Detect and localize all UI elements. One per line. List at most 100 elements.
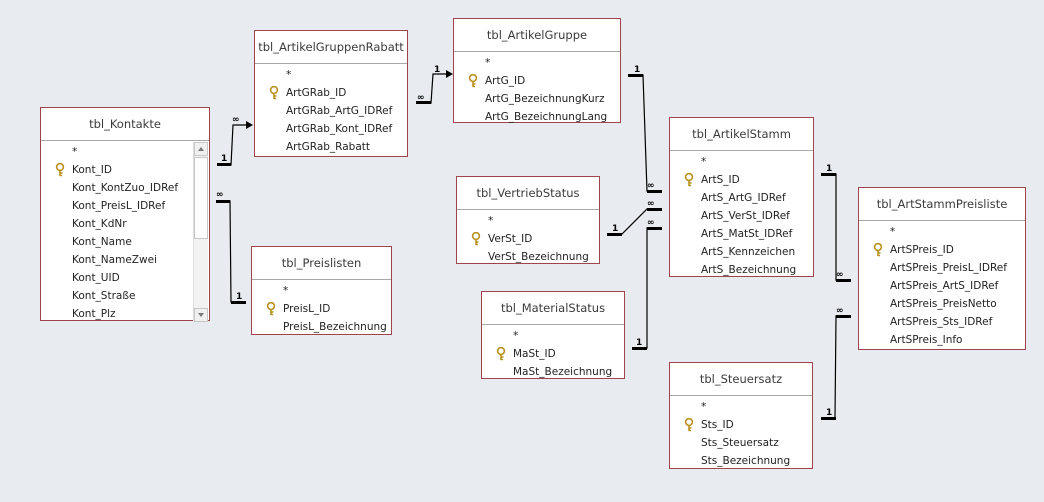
cardinality-many-label: ∞ [836,270,844,280]
table-title[interactable]: tbl_Kontakte [41,108,209,141]
field-row[interactable]: * [41,143,209,161]
field-row-primary-key[interactable]: VerSt_ID [457,230,599,248]
field-row[interactable]: PreisL_Bezeichnung [252,318,391,336]
field-row-primary-key[interactable]: ArtS_ID [670,171,813,189]
table-artikelgruppenrabatt[interactable]: tbl_ArtikelGruppenRabatt * ArtGRab_ID Ar… [254,30,408,157]
table-title[interactable]: tbl_ArtikelGruppe [454,19,620,52]
table-materialstatus[interactable]: tbl_MaterialStatus * MaSt_ID MaSt_Bezeic… [481,291,625,379]
field-row[interactable]: * [670,398,812,416]
field-row[interactable]: * [859,223,1025,241]
field-name: Sts_ID [701,419,734,431]
field-row-primary-key[interactable]: PreisL_ID [252,300,391,318]
field-row[interactable]: * [457,212,599,230]
scroll-down-arrow-icon[interactable] [194,308,208,322]
key-icon [471,231,483,246]
field-name: Kont_ID [72,164,112,176]
field-row[interactable]: ArtSPreis_PreisL_IDRef [859,259,1025,277]
field-row[interactable]: Kont_Straße [41,287,209,305]
field-row[interactable]: Kont_UID [41,269,209,287]
field-name: ArtG_ID [485,75,526,87]
field-row[interactable]: ArtSPreis_PreisNetto [859,295,1025,313]
relationship-artg-arts[interactable]: 1 ∞ [628,65,662,193]
field-row[interactable]: ArtG_BezeichnungKurz [454,90,620,108]
field-row[interactable]: ArtS_MatSt_IDRef [670,225,813,243]
field-row[interactable]: ArtGRab_Kont_IDRef [255,120,407,138]
field-row[interactable]: ArtGRab_ArtG_IDRef [255,102,407,120]
field-row[interactable]: * [482,327,624,345]
field-row[interactable]: ArtS_Kennzeichen [670,243,813,261]
field-row[interactable]: Kont_PreisL_IDRef [41,197,209,215]
relationship-kontakte-artgrab[interactable]: 1 ∞ [217,115,253,166]
field-row[interactable]: Sts_Bezeichnung [670,452,812,470]
relationship-sts-artspreis[interactable]: 1 ∞ [821,306,851,420]
field-row-primary-key[interactable]: Sts_ID [670,416,812,434]
key-icon [684,417,696,432]
field-row[interactable]: * [454,54,620,72]
field-name: MaSt_ID [513,348,556,360]
field-row[interactable]: * [252,282,391,300]
field-name: Kont_Plz [72,308,116,320]
table-title[interactable]: tbl_ArtStammPreisliste [859,188,1025,221]
table-artikelstamm[interactable]: tbl_ArtikelStamm * ArtS_ID ArtS_ArtG_IDR… [669,117,814,277]
table-title[interactable]: tbl_ArtikelStamm [670,118,813,151]
field-name: ArtS_ID [701,174,740,186]
field-name: VerSt_Bezeichnung [488,251,589,263]
scroll-up-arrow-icon[interactable] [194,142,208,156]
field-row[interactable]: Sts_Steuersatz [670,434,812,452]
field-name: Kont_Name [72,236,132,248]
field-row[interactable]: MaSt_Bezeichnung [482,363,624,381]
field-row-primary-key[interactable]: MaSt_ID [482,345,624,363]
table-artstammpreisliste[interactable]: tbl_ArtStammPreisliste * ArtSPreis_ID Ar… [858,187,1026,350]
table-title[interactable]: tbl_VertriebStatus [457,177,599,210]
field-row[interactable]: ArtS_ArtG_IDRef [670,189,813,207]
table-title[interactable]: tbl_Preislisten [252,247,391,280]
cardinality-many-label: ∞ [417,93,425,103]
cardinality-one-label: 1 [634,65,640,75]
field-name: * [701,156,707,168]
field-row[interactable]: Kont_Plz [41,305,209,323]
field-name: Kont_KdNr [72,218,127,230]
field-row[interactable]: ArtS_Bezeichnung [670,261,813,279]
field-row-primary-key[interactable]: Kont_ID [41,161,209,179]
field-row[interactable]: VerSt_Bezeichnung [457,248,599,266]
scroll-thumb[interactable] [194,157,208,239]
field-row[interactable]: ArtSPreis_Sts_IDRef [859,313,1025,331]
relationship-verst-arts[interactable]: 1 ∞ [607,199,662,236]
field-row[interactable]: Kont_NameZwei [41,251,209,269]
table-vertriebstatus[interactable]: tbl_VertriebStatus * VerSt_ID VerSt_Beze… [456,176,600,264]
field-name: * [701,401,707,413]
field-row[interactable]: * [255,66,407,84]
field-row[interactable]: Kont_KdNr [41,215,209,233]
field-row[interactable]: Kont_Name [41,233,209,251]
table-kontakte[interactable]: tbl_Kontakte * Kont_ID Kont_KontZuo_IDRe… [40,107,210,323]
vertical-scrollbar[interactable] [193,142,208,322]
field-row[interactable]: Kont_KontZuo_IDRef [41,179,209,197]
field-row[interactable]: ArtSPreis_ArtS_IDRef [859,277,1025,295]
table-preislisten[interactable]: tbl_Preislisten * PreisL_ID PreisL_Bezei… [251,246,392,335]
table-title[interactable]: tbl_Steuersatz [670,363,812,396]
table-artikelgruppe[interactable]: tbl_ArtikelGruppe * ArtG_ID ArtG_Bezeich… [453,18,621,123]
field-row[interactable]: ArtSPreis_Info [859,331,1025,349]
relationship-artg-artgrab[interactable]: ∞ 1 [416,65,453,104]
field-row-primary-key[interactable]: ArtG_ID [454,72,620,90]
field-name: ArtSPreis_Sts_IDRef [890,316,993,328]
relationship-arts-artspreis[interactable]: 1 ∞ [821,164,851,282]
key-icon [269,85,281,100]
field-row[interactable]: ArtGRab_Rabatt [255,138,407,156]
field-row-primary-key[interactable]: ArtGRab_ID [255,84,407,102]
relationship-preisl-kontakte[interactable]: ∞ 1 [216,190,246,304]
cardinality-one-label: 1 [826,408,832,418]
table-steuersatz[interactable]: tbl_Steuersatz * Sts_ID Sts_Steuersatz S… [669,362,813,469]
field-row[interactable]: ArtS_VerSt_IDRef [670,207,813,225]
relationship-mast-arts[interactable]: 1 ∞ [632,218,662,350]
key-icon [496,346,508,361]
field-name: ArtSPreis_PreisNetto [890,298,997,310]
table-title[interactable]: tbl_MaterialStatus [482,292,624,325]
key-icon [55,162,67,177]
table-title[interactable]: tbl_ArtikelGruppenRabatt [255,31,407,64]
field-row-primary-key[interactable]: ArtSPreis_ID [859,241,1025,259]
field-row[interactable]: * [670,153,813,171]
field-row[interactable]: ArtG_BezeichnungLang [454,108,620,126]
key-icon [266,301,278,316]
